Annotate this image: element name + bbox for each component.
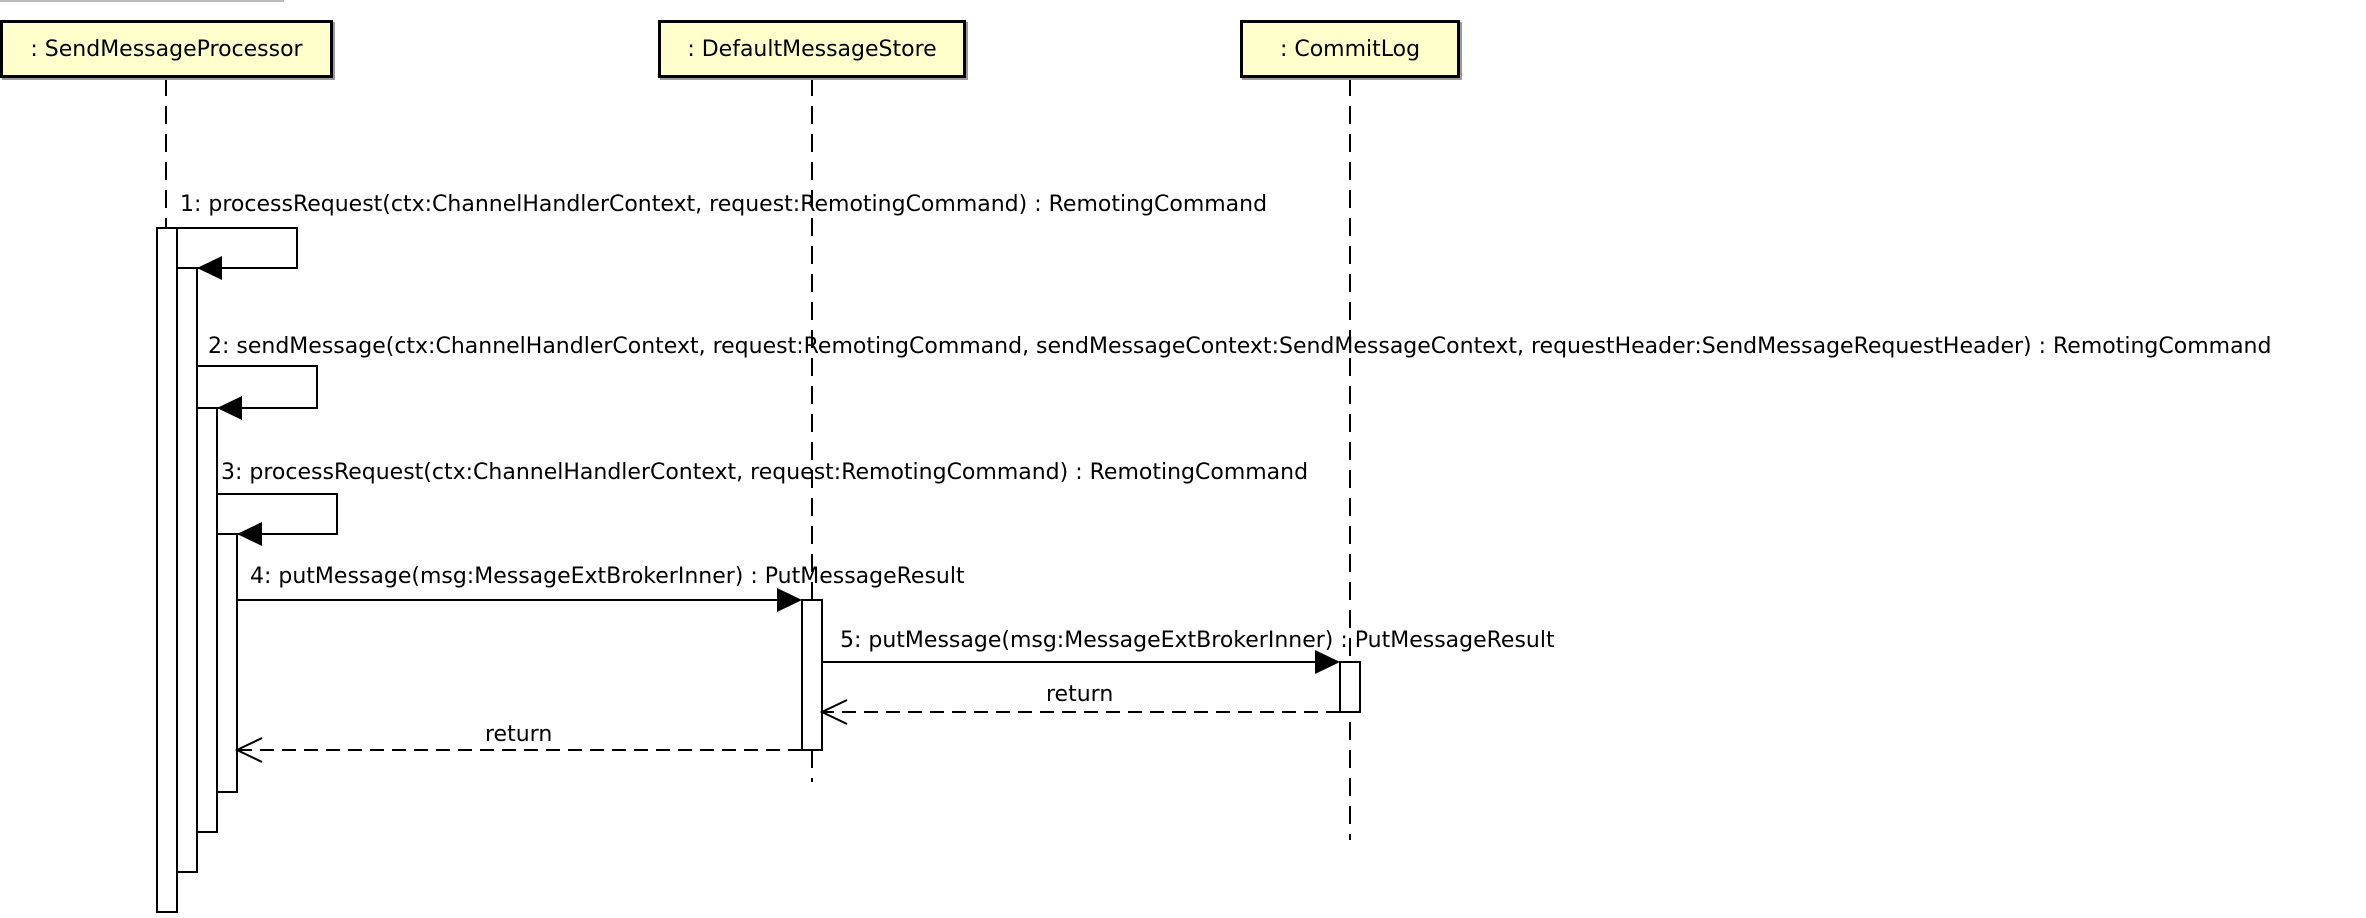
activation-bar-commitlog [1339, 661, 1361, 713]
message-arrow-3 [217, 493, 338, 535]
message-label-1: 1: processRequest(ctx:ChannelHandlerCont… [180, 192, 1268, 217]
lifeline-name: : SendMessageProcessor [30, 36, 303, 62]
activation-bar-3 [196, 407, 218, 833]
activation-bar-2 [176, 267, 198, 873]
message-arrow-1 [167, 227, 298, 269]
lifeline-name: : DefaultMessageStore [687, 36, 937, 62]
message-arrowhead-4 [777, 588, 802, 612]
activation-bar-1 [156, 227, 178, 913]
reply-arrowhead-2 [234, 737, 263, 763]
reply-label-2: return [485, 722, 553, 747]
reply-label-1: return [1046, 682, 1114, 707]
lifeline-head-sendmessageprocessor: : SendMessageProcessor [0, 20, 333, 78]
message-label-3: 3: processRequest(ctx:ChannelHandlerCont… [221, 460, 1309, 485]
top-rule [0, 0, 284, 2]
lifeline-head-commitlog: : CommitLog [1240, 20, 1460, 78]
message-arrowhead-3 [237, 522, 262, 546]
reply-arrowhead-1 [819, 699, 848, 725]
message-arrowhead-1 [197, 256, 222, 280]
message-arrow-2 [197, 365, 318, 409]
message-arrowhead-2 [217, 396, 242, 420]
message-arrowhead-5 [1315, 650, 1340, 674]
activation-bar-store [801, 599, 823, 751]
message-label-4: 4: putMessage(msg:MessageExtBrokerInner)… [250, 564, 965, 589]
message-label-2: 2: sendMessage(ctx:ChannelHandlerContext… [208, 334, 2272, 359]
message-label-5: 5: putMessage(msg:MessageExtBrokerInner)… [840, 628, 1555, 653]
lifeline-name: : CommitLog [1279, 36, 1421, 62]
activation-bar-4 [216, 533, 238, 793]
lifeline-head-defaultmessagestore: : DefaultMessageStore [658, 20, 966, 78]
